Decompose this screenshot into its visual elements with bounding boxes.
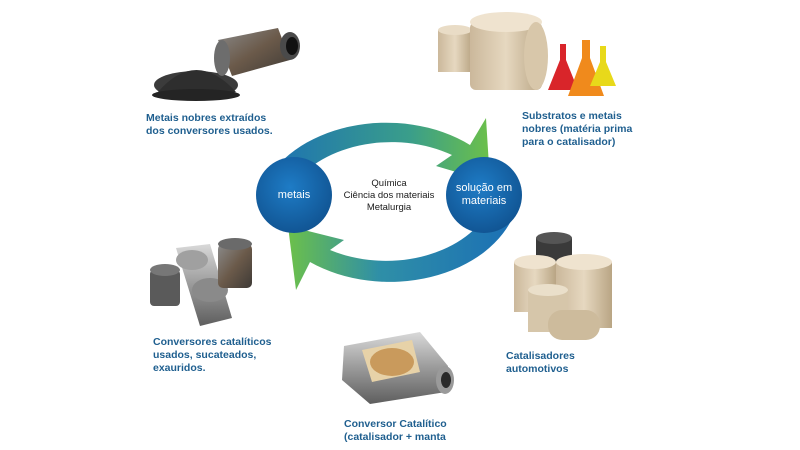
substrates-flasks-image	[438, 12, 616, 96]
used-converters-image	[150, 238, 252, 326]
bottom-arc-arrow	[288, 212, 515, 290]
caption-extracted-metals: Metais nobres extraídos dos conversores …	[146, 112, 273, 137]
caption-catalytic-converter: Conversor Catalítico (catalisador + mant…	[344, 418, 447, 443]
extracted-metals-image	[152, 28, 300, 101]
caption-used-converters: Conversores catalíticos usados, sucatead…	[153, 336, 272, 374]
caption-substrates: Substratos e metais nobres (matéria prim…	[522, 110, 633, 148]
center-disciplines: Química Ciência dos materiais Metalurgia	[343, 178, 435, 213]
solucao-node	[446, 157, 522, 233]
caption-automotive-catalysts: Catalisadores automotivos	[506, 350, 575, 375]
solucao-label: solução em materiais	[455, 182, 513, 207]
metais-node	[256, 157, 332, 233]
arc-bottom-label: reciclagem	[402, 290, 451, 315]
top-arc-arrow	[262, 118, 490, 190]
catalytic-converter-image	[342, 332, 454, 404]
automotive-catalysts-image	[514, 232, 612, 340]
metais-label: metais	[277, 189, 311, 201]
